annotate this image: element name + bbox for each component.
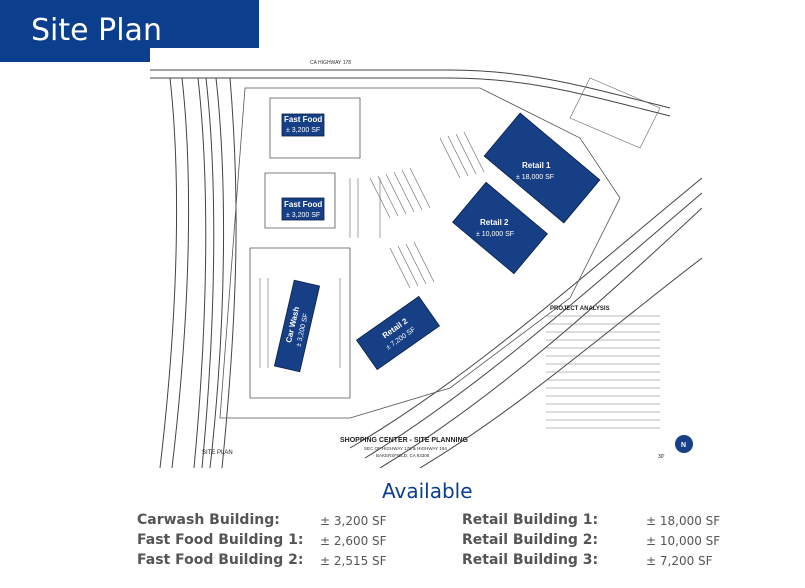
- retail-1-area: ± 18,000 SF: [516, 174, 554, 181]
- site-plan-label: SITE PLAN: [202, 450, 233, 456]
- building-fast-food-1: Fast Food 1 ± 3,200 SF: [281, 113, 329, 137]
- fast-food-2-area: ± 3,200 SF: [286, 212, 320, 219]
- page-title: Site Plan: [0, 0, 259, 62]
- diagonal-highway: [349, 177, 702, 468]
- retail-2-area: ± 10,000 SF: [476, 231, 514, 238]
- fast-food-1-label: Fast Food Building 1:: [137, 532, 304, 548]
- project-analysis-table: PROJECT ANALYSIS: [546, 306, 660, 429]
- drawing-city: BAKERSFIELD, CA 93306: [376, 453, 430, 458]
- fast-food-2-value: ± 2,515 SF: [320, 554, 387, 568]
- top-road: [150, 69, 671, 117]
- carwash-label: Carwash Building:: [137, 512, 280, 528]
- building-car-wash: Car Wash ± 3,200 SF: [273, 279, 321, 373]
- carwash-value: ± 3,200 SF: [320, 514, 387, 528]
- retail-3-label: Retail Building 3:: [462, 552, 599, 568]
- scale-label: 30': [658, 454, 665, 460]
- fast-food-2-label: Fast Food 2: [284, 200, 329, 209]
- lot-top-right: [569, 77, 661, 149]
- fast-food-2-label: Fast Food Building 2:: [137, 552, 304, 568]
- retail-1-label: Retail Building 1:: [462, 512, 599, 528]
- site-outline: [219, 87, 621, 419]
- retail-1-label: Retail 1: [522, 161, 551, 170]
- road-label: CA HIGHWAY 178: [310, 60, 351, 66]
- fast-food-1-label: Fast Food 1: [284, 115, 329, 124]
- fast-food-1-area: ± 3,200 SF: [286, 127, 320, 134]
- retail-2-value: ± 10,000 SF: [646, 534, 721, 548]
- retail-1-value: ± 18,000 SF: [646, 514, 721, 528]
- highway-lines: [159, 77, 237, 468]
- site-plan-drawing: CA HIGHWAY 178 Fas: [150, 48, 702, 468]
- north-label: N: [681, 442, 686, 449]
- fast-food-1-value: ± 2,600 SF: [320, 534, 387, 548]
- drawing-title: SHOPPING CENTER - SITE PLANNING: [340, 437, 469, 444]
- retail-2-label: Retail Building 2:: [462, 532, 599, 548]
- building-retail-1: [483, 112, 601, 224]
- retail-3-value: ± 7,200 SF: [646, 554, 713, 568]
- site-plan-svg: CA HIGHWAY 178 Fas: [150, 48, 702, 468]
- retail-2-label: Retail 2: [480, 218, 509, 227]
- north-arrow-icon: [675, 435, 693, 453]
- parking-stripes: [259, 131, 485, 368]
- project-analysis-label: PROJECT ANALYSIS: [550, 306, 610, 312]
- drawing-subtitle: SEC OF HIGHWAY 178 & HIGHWAY 184: [364, 446, 447, 451]
- available-heading: Available: [382, 479, 473, 503]
- building-fast-food-2: Fast Food 2 ± 3,200 SF: [281, 197, 329, 221]
- building-retail-2: [452, 181, 548, 275]
